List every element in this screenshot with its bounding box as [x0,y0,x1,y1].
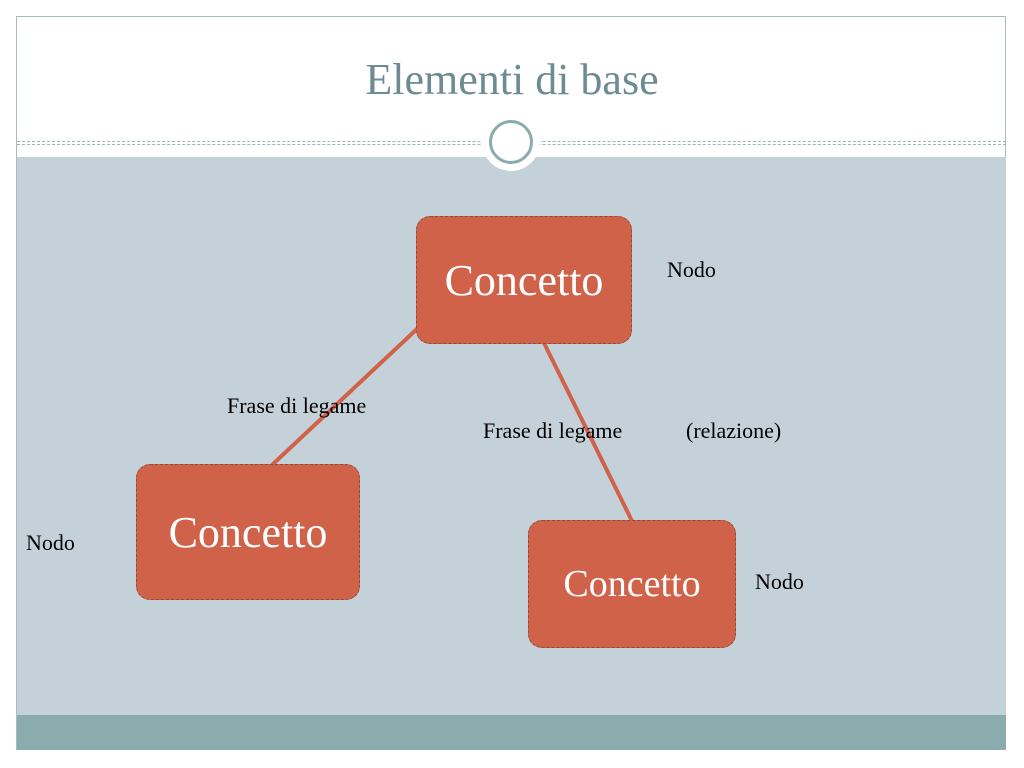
concept-node-left[interactable]: Concetto [136,464,360,600]
link-label-right-note: (relazione) [686,418,782,443]
node-annotation-left: Nodo [26,530,75,555]
footer-band [17,715,1006,750]
link-label-left: Frase di legame [227,393,367,418]
link-top-to-left [270,326,420,467]
node-annotation-top: Nodo [667,257,716,282]
divider-circle-ornament [482,113,540,171]
slide-title: Elementi di base [365,55,659,104]
link-top-to-right [542,342,634,522]
link-label-right: Frase di legame [483,418,623,443]
node-annotation-right: Nodo [755,569,804,594]
concept-node-right[interactable]: Concetto [528,520,736,648]
concept-node-top[interactable]: Concetto [416,216,632,344]
